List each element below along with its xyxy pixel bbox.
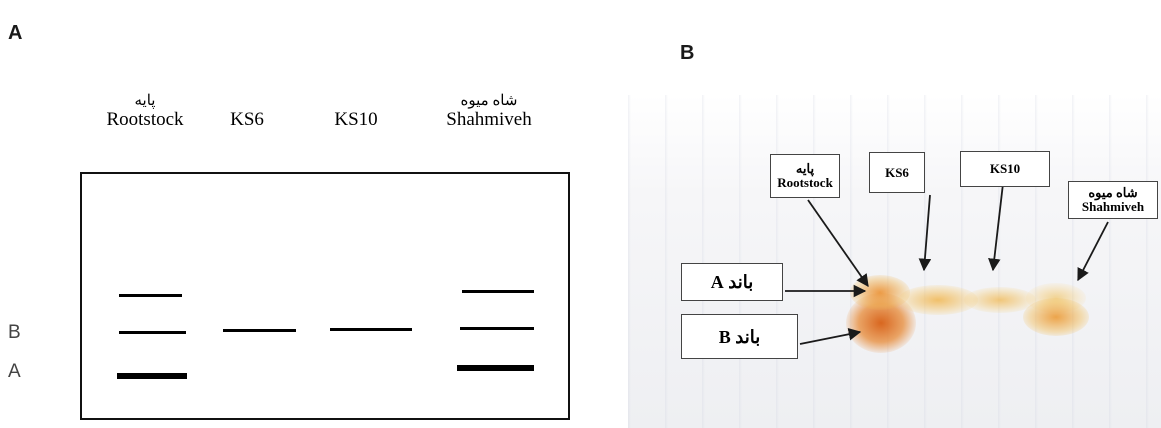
lane-label-rootstock-fa: پایه [134,93,156,109]
arrow-band-b [799,328,862,345]
arrow-rootstock [807,199,869,288]
label-box-ks10: KS10 [960,151,1050,187]
lane-label-shahmiveh-en: Shahmiveh [446,109,532,130]
band-shahmiveh-a [457,365,534,371]
lane-label-ks6: KS6 [230,110,264,130]
label-band-a: باند A [710,272,754,292]
gel-diagram-frame [80,172,570,420]
label-box-rootstock: پایه Rootstock [770,154,840,198]
label-ks10: KS10 [989,161,1021,176]
label-band-b: باند B [718,326,761,347]
lane-label-rootstock-en: Rootstock [106,109,184,130]
band-rootstock-b [119,331,186,334]
lane-label-ks6-en: KS6 [230,109,264,130]
panel-a-letter: A [8,22,23,44]
lane-label-rootstock: پایه Rootstock [106,92,183,130]
band-shahmiveh-b [460,327,534,330]
band-shahmiveh-top [462,290,534,293]
label-box-band-b: باند B [681,314,798,359]
band-rootstock-top [119,294,182,297]
lane-label-shahmiveh: شاه میوه Shahmiveh [446,92,532,130]
gel-photo [628,95,1161,428]
label-rootstock-fa: پایه [795,161,815,176]
label-box-ks6: KS6 [869,152,925,193]
label-shahmiveh-en: Shahmiveh [1081,199,1145,214]
band-a-side-label: A [8,361,21,382]
lane-label-ks10-en: KS10 [334,109,378,130]
label-rootstock-en: Rootstock [777,175,833,190]
lane-label-ks10: KS10 [334,110,377,130]
band-rootstock-a [117,373,187,379]
lane-label-shahmiveh-fa: شاه میوه [460,93,518,109]
label-box-shahmiveh: شاه میوه Shahmiveh [1068,181,1158,219]
arrow-shahmiveh [1077,221,1109,282]
label-shahmiveh-fa: شاه میوه [1088,185,1138,200]
arrow-ks10 [988,174,1005,272]
stain-ks10 [964,287,1036,313]
band-ks10-b [330,328,412,331]
panel-b-letter: B [680,42,695,64]
label-box-band-a: باند A [681,263,783,301]
arrow-ks6 [918,194,932,272]
band-b-side-label: B [8,322,21,343]
band-ks6-b [223,329,296,332]
stain-shahmiveh-a [1023,298,1089,336]
label-ks6: KS6 [885,164,909,180]
